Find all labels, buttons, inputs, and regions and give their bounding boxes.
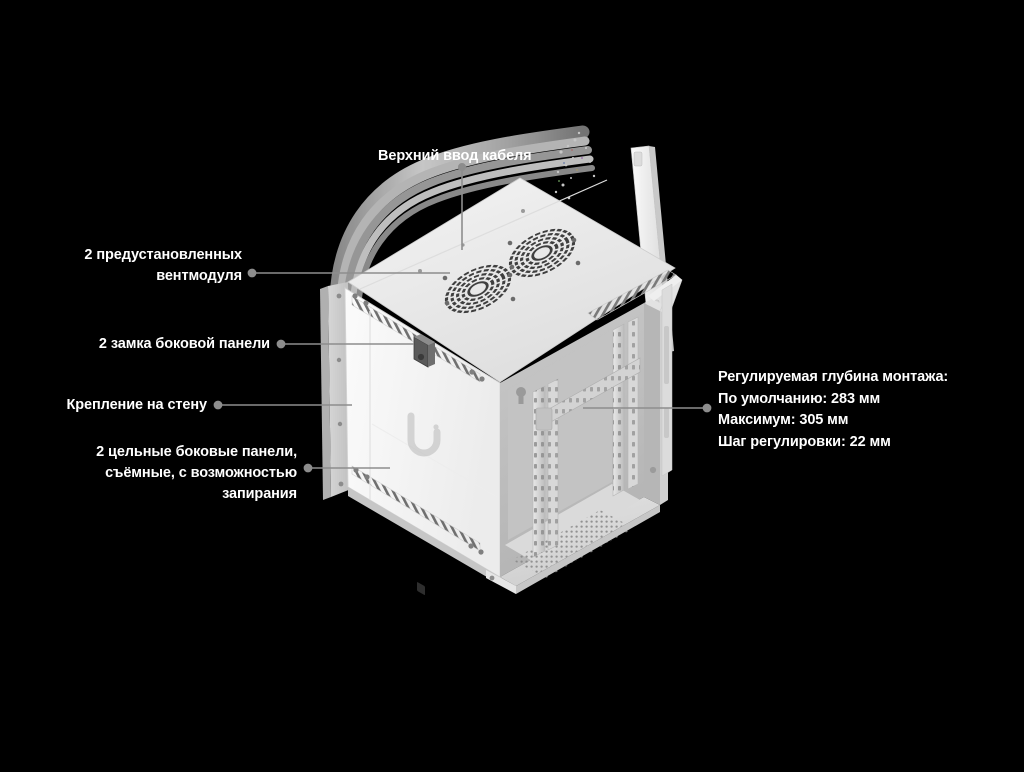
callout-top-cable-entry: Верхний ввод кабеля bbox=[378, 148, 532, 164]
side-panel-lock[interactable] bbox=[413, 334, 435, 595]
rear-frame-edge bbox=[320, 282, 351, 500]
callout-fan-modules: 2 предустановленных вентмодуля bbox=[84, 247, 242, 284]
mounting-rail-rear-right bbox=[627, 316, 639, 490]
rack-interior bbox=[500, 299, 668, 586]
cable-fray-color bbox=[558, 149, 583, 182]
side-panel-left bbox=[344, 287, 501, 595]
fan-grille-2 bbox=[507, 228, 581, 278]
adjustable-mounting-depth-spec: Регулируемая глубина монтажа: По умолчан… bbox=[718, 367, 948, 453]
callout-side-panels: 2 цельные боковые панели, съёмные, с воз… bbox=[96, 444, 297, 502]
rack-top-panel bbox=[347, 177, 676, 383]
leader-adjustable-depth bbox=[583, 403, 712, 413]
top-panel-screws bbox=[418, 209, 525, 273]
rack-base bbox=[348, 487, 660, 594]
cable-fray bbox=[554, 131, 596, 200]
callout-side-panel-locks: 2 замка боковой панели bbox=[98, 336, 270, 352]
depth-adjustment-rail bbox=[535, 357, 641, 431]
ubiquiti-u-logo bbox=[407, 412, 441, 457]
callout-wall-mount: Крепление на стену bbox=[66, 397, 208, 413]
leader-top-cable-entry bbox=[457, 163, 466, 250]
spec-maximum-depth: Максимум: 305 мм bbox=[718, 412, 849, 428]
leader-side-panels bbox=[303, 463, 390, 473]
leader-lines bbox=[213, 163, 712, 473]
spec-adjustment-step: Шаг регулировки: 22 мм bbox=[718, 433, 891, 450]
spec-title: Регулируемая глубина монтажа: bbox=[718, 369, 949, 385]
leader-fan-modules bbox=[247, 268, 450, 278]
leader-wall-mount bbox=[213, 400, 352, 410]
mounting-rail-rear-left bbox=[612, 323, 625, 497]
leader-side-panel-locks bbox=[276, 339, 414, 349]
spec-default-depth: По умолчанию: 283 мм bbox=[718, 390, 881, 407]
cable-bundle bbox=[329, 125, 596, 314]
keyhole-mount-slot bbox=[516, 387, 526, 404]
front-edge-screws bbox=[352, 293, 485, 555]
